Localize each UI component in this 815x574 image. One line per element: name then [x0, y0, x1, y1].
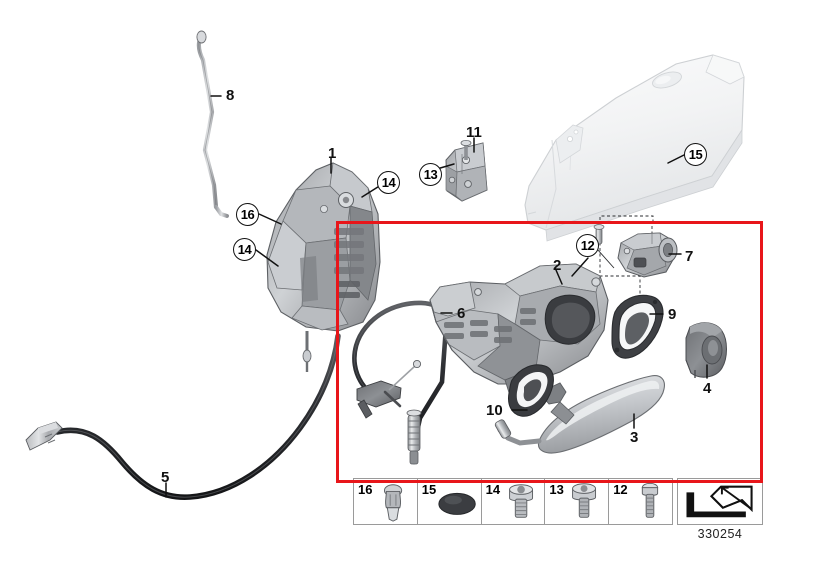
callout-2-handle-carrier: 2: [553, 257, 562, 274]
part-9-handle-gasket: [611, 294, 664, 359]
part-1-door-lock-assembly: [266, 162, 381, 372]
direction-arrow-cell: [677, 478, 763, 525]
legend-number-15: 15: [421, 482, 437, 497]
expanding-rivet-icon: [383, 484, 403, 522]
slim-bolt-icon: [642, 482, 659, 518]
part-7-lock-cylinder: [617, 232, 678, 278]
part-4-cover-cap: [685, 322, 727, 378]
fastener-legend-table: 16 15 14: [353, 478, 673, 525]
legend-cell-12: 12: [609, 479, 672, 524]
callout-14-screw-lower: 14: [233, 238, 256, 261]
callout-10-handle-seal: 10: [486, 402, 503, 419]
callout-1-door-lock: 1: [328, 145, 337, 162]
callout-9-gasket: 9: [668, 306, 677, 323]
part-8-lock-rod: [196, 30, 229, 218]
part-15-door-shell: [524, 54, 745, 242]
legend-number-16: 16: [358, 482, 373, 497]
callout-13-screw: 13: [419, 163, 442, 186]
callout-8-lock-rod: 8: [226, 87, 235, 104]
part-13-striker-bolt: [460, 139, 472, 160]
callout-16-clip: 16: [236, 203, 259, 226]
leader-lines: [165, 95, 708, 498]
direction-arrow-icon: [686, 485, 753, 518]
legend-cell-13: 13: [545, 479, 610, 524]
legend-number-14: 14: [485, 482, 501, 497]
flange-bolt-icon: [572, 483, 597, 518]
part-11-striker-plate: [445, 142, 488, 202]
torx-bolt-icon: [508, 484, 533, 518]
legend-cell-14: 14: [482, 479, 546, 524]
callout-6-bowden-cable: 6: [457, 305, 466, 322]
callout-4-cover-cap: 4: [703, 380, 712, 397]
legend-number-13: 13: [549, 482, 564, 497]
legend-cell-16: 16: [354, 479, 418, 524]
callout-5-release-cable: 5: [161, 469, 170, 486]
part-6-bowden-cable: [352, 300, 449, 465]
callout-7-lock-cylinder: 7: [685, 248, 694, 265]
part-5-release-cable: [25, 333, 341, 500]
drawing-number: 330254: [697, 527, 743, 541]
callout-11-striker: 11: [466, 124, 482, 141]
legend-number-12: 12: [613, 482, 628, 497]
callout-3-outer-handle: 3: [630, 429, 639, 446]
sealing-plug-icon: [438, 492, 476, 515]
callout-15-plug: 15: [684, 143, 707, 166]
callout-12-screw: 12: [576, 234, 599, 257]
callout-14-screw-upper: 14: [377, 171, 400, 194]
part-10-handle-seal: [508, 364, 554, 417]
legend-cell-15: 15: [418, 479, 482, 524]
